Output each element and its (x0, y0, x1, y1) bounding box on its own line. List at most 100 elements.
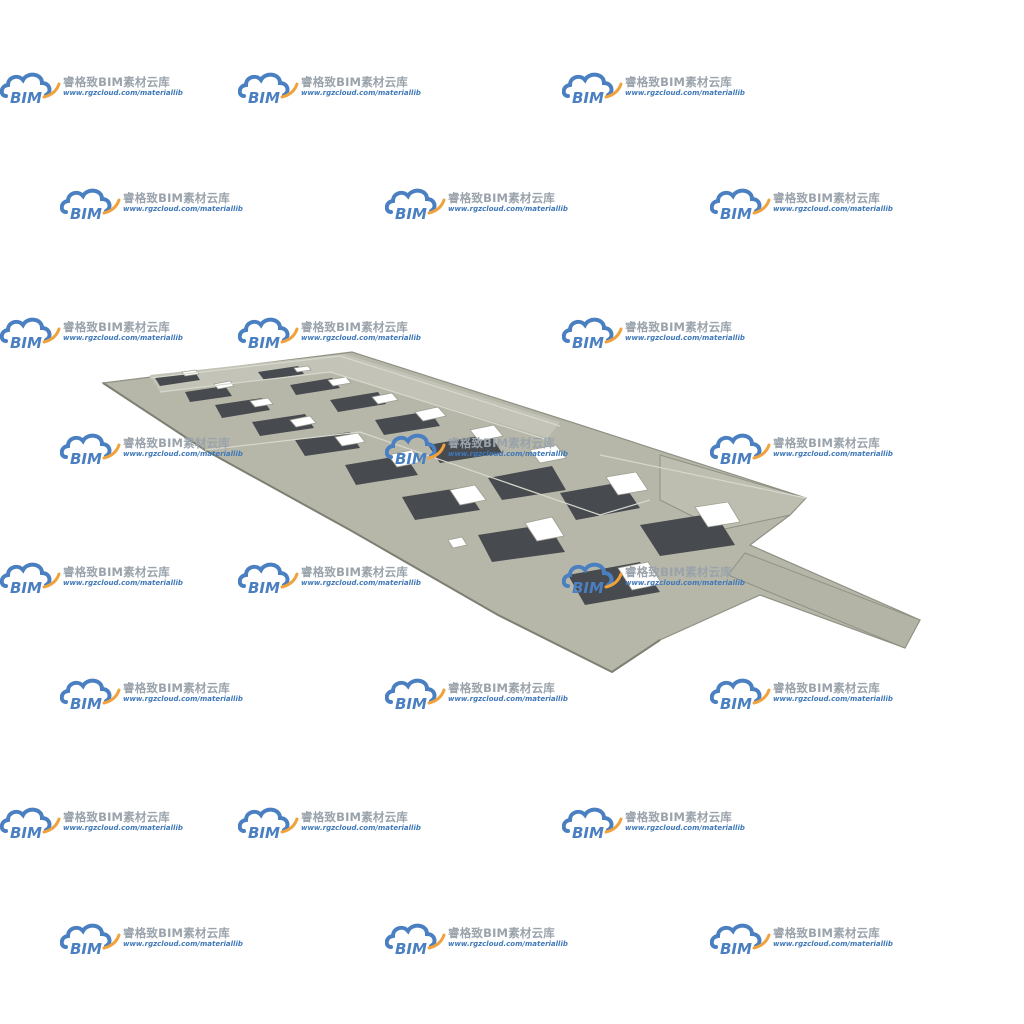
walkway-slab (727, 552, 921, 649)
watermark-url: www.rgzcloud.com/materiallib (773, 940, 893, 948)
bim-logo-text: BIM (70, 695, 102, 712)
bim-cloud-logo-icon: BIM (60, 678, 121, 712)
bim-logo-text: BIM (248, 89, 280, 106)
bim-logo-text: BIM (395, 940, 427, 957)
watermark-title: 睿格致BIM素材云库 (448, 926, 555, 940)
watermark-url: www.rgzcloud.com/materiallib (773, 205, 893, 213)
bim-cloud-logo-icon: BIM (385, 678, 446, 712)
bim-logo-text: BIM (720, 940, 752, 957)
bim-logo-text: BIM (70, 205, 102, 222)
bim-cloud-logo-icon: BIM (0, 562, 61, 596)
watermark-title: 睿格致BIM素材云库 (448, 191, 555, 205)
bim-cloud-logo-icon: BIM (238, 317, 299, 351)
watermark-url: www.rgzcloud.com/materiallib (625, 824, 745, 832)
watermark-url: www.rgzcloud.com/materiallib (63, 334, 183, 342)
watermark-url: www.rgzcloud.com/materiallib (773, 450, 893, 458)
bim-logo-text: BIM (395, 695, 427, 712)
bim-logo-text: BIM (395, 450, 427, 467)
watermark-title: 睿格致BIM素材云库 (301, 565, 408, 579)
bim-logo-text: BIM (572, 579, 604, 596)
bim-logo-text: BIM (10, 579, 42, 596)
watermark-url: www.rgzcloud.com/materiallib (123, 695, 243, 703)
watermark-title: 睿格致BIM素材云库 (123, 436, 230, 450)
bim-cloud-logo-icon: BIM (710, 923, 771, 957)
bim-cloud-logo-icon: BIM (0, 72, 61, 106)
watermark-url: www.rgzcloud.com/materiallib (625, 89, 745, 97)
watermark-url: www.rgzcloud.com/materiallib (301, 824, 421, 832)
bim-cloud-logo-icon: BIM (562, 72, 623, 106)
watermark-url: www.rgzcloud.com/materiallib (63, 579, 183, 587)
floor-openings (181, 365, 741, 591)
bim-logo-text: BIM (572, 824, 604, 841)
watermark-url: www.rgzcloud.com/materiallib (63, 89, 183, 97)
slab-front-edge (102, 382, 661, 674)
watermark-url: www.rgzcloud.com/materiallib (448, 695, 568, 703)
watermark-url: www.rgzcloud.com/materiallib (123, 450, 243, 458)
upper-slab-band (150, 354, 560, 438)
bim-logo-text: BIM (395, 205, 427, 222)
watermark-title: 睿格致BIM素材云库 (625, 320, 732, 334)
bim-cloud-logo-icon: BIM (60, 433, 121, 467)
watermark-url: www.rgzcloud.com/materiallib (63, 824, 183, 832)
watermark-url: www.rgzcloud.com/materiallib (448, 205, 568, 213)
watermark-title: 睿格致BIM素材云库 (773, 926, 880, 940)
watermark-title: 睿格致BIM素材云库 (773, 681, 880, 695)
watermark-url: www.rgzcloud.com/materiallib (773, 695, 893, 703)
bim-logo-text: BIM (10, 824, 42, 841)
bim-logo-text: BIM (720, 450, 752, 467)
watermark-url: www.rgzcloud.com/materiallib (448, 940, 568, 948)
watermark-title: 睿格致BIM素材云库 (448, 436, 555, 450)
watermark-title: 睿格致BIM素材云库 (301, 75, 408, 89)
bim-cloud-logo-icon: BIM (710, 433, 771, 467)
watermark-url: www.rgzcloud.com/materiallib (448, 450, 568, 458)
watermark-title: 睿格致BIM素材云库 (625, 565, 732, 579)
bim-logo-text: BIM (720, 205, 752, 222)
watermark-title: 睿格致BIM素材云库 (63, 75, 170, 89)
watermark-url: www.rgzcloud.com/materiallib (123, 940, 243, 948)
bim-logo-text: BIM (572, 334, 604, 351)
right-wing-slab (659, 454, 807, 531)
bim-cloud-logo-icon: BIM (238, 72, 299, 106)
watermark-title: 睿格致BIM素材云库 (625, 75, 732, 89)
watermark-title: 睿格致BIM素材云库 (63, 320, 170, 334)
bim-logo-text: BIM (720, 695, 752, 712)
watermark-url: www.rgzcloud.com/materiallib (301, 579, 421, 587)
watermark-title: 睿格致BIM素材云库 (123, 926, 230, 940)
trench-row-2 (258, 366, 735, 556)
bim-cloud-logo-icon: BIM (238, 807, 299, 841)
watermark-title: 睿格致BIM素材云库 (448, 681, 555, 695)
watermark-title: 睿格致BIM素材云库 (123, 191, 230, 205)
bim-cloud-logo-icon: BIM (710, 678, 771, 712)
bim-cloud-logo-icon: BIM (238, 562, 299, 596)
bim-logo-text: BIM (248, 824, 280, 841)
bim-logo-text: BIM (70, 450, 102, 467)
bim-cloud-logo-icon: BIM (60, 923, 121, 957)
watermark-url: www.rgzcloud.com/materiallib (301, 89, 421, 97)
watermark-title: 睿格致BIM素材云库 (63, 810, 170, 824)
bim-cloud-logo-icon: BIM (562, 317, 623, 351)
bim-logo-text: BIM (10, 89, 42, 106)
bim-logo-text: BIM (10, 334, 42, 351)
watermark-title: 睿格致BIM素材云库 (773, 436, 880, 450)
